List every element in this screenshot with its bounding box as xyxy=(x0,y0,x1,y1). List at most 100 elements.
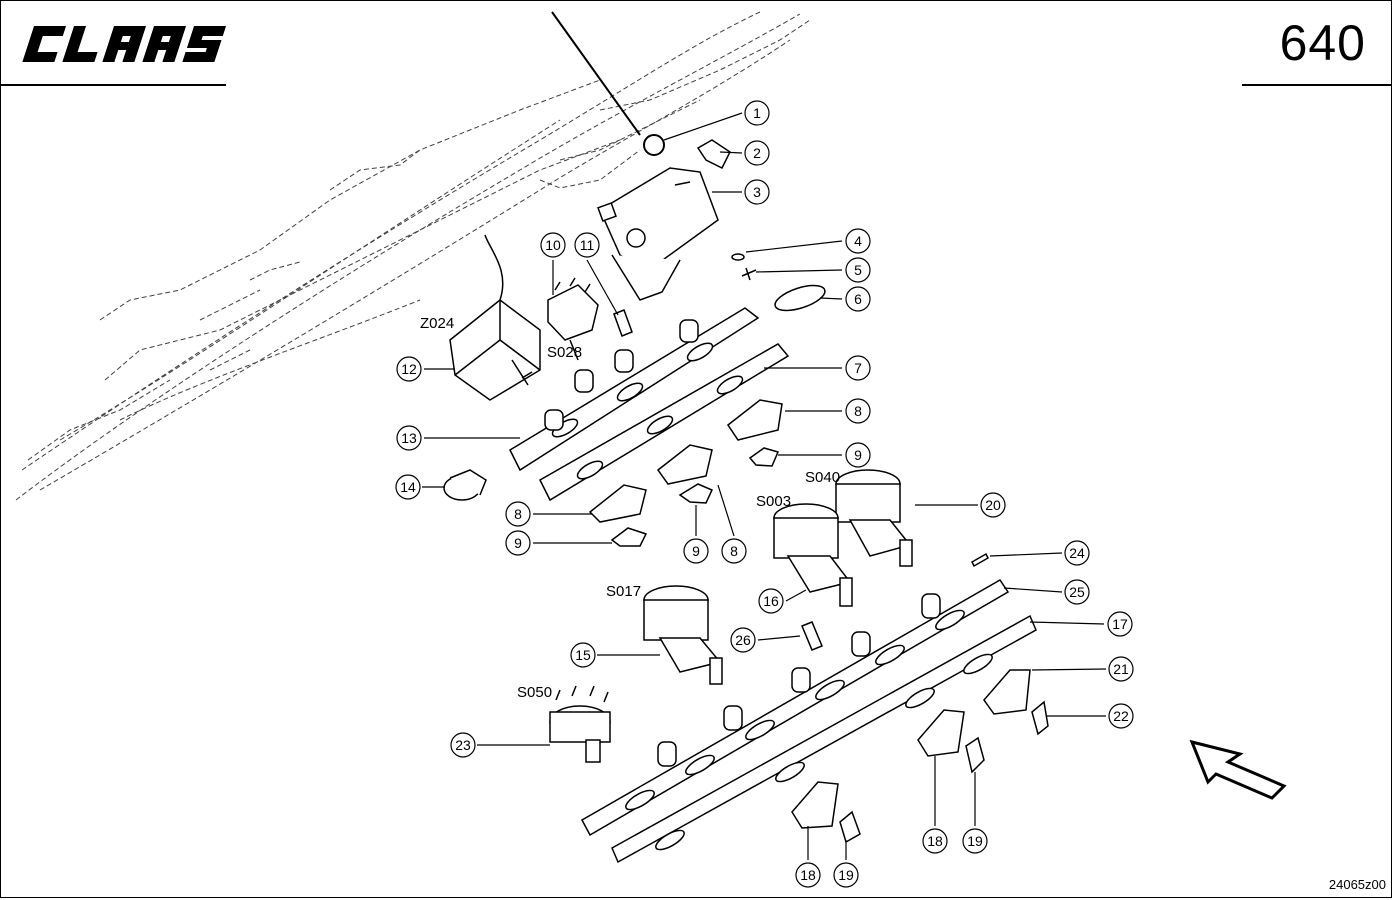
svg-text:24: 24 xyxy=(1069,545,1085,561)
callout-19-right: 19 xyxy=(962,828,988,854)
callout-3: 3 xyxy=(744,179,770,205)
small-hardware xyxy=(731,253,826,312)
claas-logo-icon xyxy=(22,26,227,62)
lower-switch-bodies xyxy=(657,593,941,767)
ref-s050: S050 xyxy=(517,684,552,701)
callout-5: 5 xyxy=(845,257,871,283)
switch-s040 xyxy=(835,469,913,567)
svg-text:16: 16 xyxy=(763,593,779,609)
page-number: 640 xyxy=(1279,15,1366,71)
svg-text:10: 10 xyxy=(545,237,561,253)
callout-20: 20 xyxy=(980,492,1006,518)
callout-19-left: 19 xyxy=(833,862,859,888)
svg-text:18: 18 xyxy=(800,867,816,883)
svg-text:23: 23 xyxy=(455,737,471,753)
callout-7: 7 xyxy=(845,355,871,381)
callout-10: 10 xyxy=(540,232,566,258)
callout-1: 1 xyxy=(744,100,770,126)
svg-text:14: 14 xyxy=(400,479,416,495)
callout-21: 21 xyxy=(1108,656,1134,682)
switch-s003 xyxy=(773,503,853,607)
callout-12: 12 xyxy=(396,356,422,382)
svg-text:21: 21 xyxy=(1113,661,1129,677)
svg-text:6: 6 xyxy=(854,291,862,307)
callout-9-mid: 9 xyxy=(683,538,709,564)
svg-text:8: 8 xyxy=(854,403,862,419)
leader-lines xyxy=(422,112,1107,860)
callout-11: 11 xyxy=(574,232,600,258)
svg-text:15: 15 xyxy=(575,647,591,663)
dashboard-outline xyxy=(15,11,811,501)
callout-13: 13 xyxy=(396,425,422,451)
svg-text:18: 18 xyxy=(927,833,943,849)
plug-connector xyxy=(613,309,633,337)
callout-17: 17 xyxy=(1107,611,1133,637)
callout-2: 2 xyxy=(744,140,770,166)
lower-knob-caps xyxy=(839,700,1049,844)
callout-18-left: 18 xyxy=(795,862,821,888)
component-refs: Z024 S028 S040 S003 S017 S050 xyxy=(420,315,840,701)
upper-knobs xyxy=(588,399,783,523)
actuator-z024 xyxy=(449,234,541,401)
mounting-bracket xyxy=(597,167,719,301)
callout-18-right: 18 xyxy=(922,828,948,854)
ref-s017: S017 xyxy=(606,583,641,600)
callout-22: 22 xyxy=(1108,703,1134,729)
blanking-cap xyxy=(443,469,487,501)
callout-26: 26 xyxy=(730,627,756,653)
callout-4: 4 xyxy=(845,228,871,254)
ref-s028: S028 xyxy=(547,344,582,361)
ring-terminal xyxy=(551,11,665,156)
switch-s017 xyxy=(643,585,723,685)
retaining-pin xyxy=(971,552,989,568)
switch-s028 xyxy=(547,277,599,361)
svg-text:1: 1 xyxy=(753,105,761,121)
svg-text:8: 8 xyxy=(514,506,522,522)
svg-text:5: 5 xyxy=(854,262,862,278)
svg-text:19: 19 xyxy=(967,833,983,849)
callout-9-left: 9 xyxy=(505,530,531,556)
upper-switch-panel xyxy=(509,307,790,502)
svg-text:19: 19 xyxy=(838,867,854,883)
callout-6: 6 xyxy=(845,286,871,312)
svg-text:3: 3 xyxy=(753,184,761,200)
callout-23: 23 xyxy=(450,732,476,758)
ref-s003: S003 xyxy=(756,493,791,510)
svg-text:7: 7 xyxy=(854,360,862,376)
svg-text:20: 20 xyxy=(985,497,1001,513)
upper-knob-caps xyxy=(610,447,780,547)
svg-text:25: 25 xyxy=(1069,584,1085,600)
lower-switch-panel xyxy=(580,579,1037,864)
callouts: 1 2 3 4 5 6 7 8 9 20 24 25 17 21 22 10 1… xyxy=(395,100,1134,888)
callout-24: 24 xyxy=(1064,540,1090,566)
svg-text:11: 11 xyxy=(580,237,595,253)
spring-clip xyxy=(696,139,731,170)
callout-8-left: 8 xyxy=(505,501,531,527)
direction-arrow-icon xyxy=(1189,739,1287,800)
svg-text:12: 12 xyxy=(401,361,417,377)
plug-connector-lower xyxy=(801,621,823,651)
ref-z024: Z024 xyxy=(420,315,454,332)
svg-text:13: 13 xyxy=(401,430,417,446)
callout-16: 16 xyxy=(758,588,784,614)
drawing-code: 24065z00 xyxy=(1328,877,1386,892)
callout-8-upper: 8 xyxy=(845,398,871,424)
callout-15: 15 xyxy=(570,642,596,668)
callout-8-mid: 8 xyxy=(721,538,747,564)
svg-text:26: 26 xyxy=(735,632,751,648)
svg-text:2: 2 xyxy=(753,145,761,161)
callout-25: 25 xyxy=(1064,579,1090,605)
lower-knobs xyxy=(791,669,1031,829)
svg-text:9: 9 xyxy=(692,543,700,559)
svg-text:9: 9 xyxy=(514,535,522,551)
upper-switch-bodies xyxy=(544,319,699,431)
switch-s050 xyxy=(549,685,611,763)
svg-text:8: 8 xyxy=(730,543,738,559)
svg-text:4: 4 xyxy=(854,233,862,249)
svg-text:9: 9 xyxy=(854,447,862,463)
callout-14: 14 xyxy=(395,474,421,500)
callout-9-upper: 9 xyxy=(845,442,871,468)
svg-text:17: 17 xyxy=(1112,616,1128,632)
svg-text:22: 22 xyxy=(1113,708,1129,724)
